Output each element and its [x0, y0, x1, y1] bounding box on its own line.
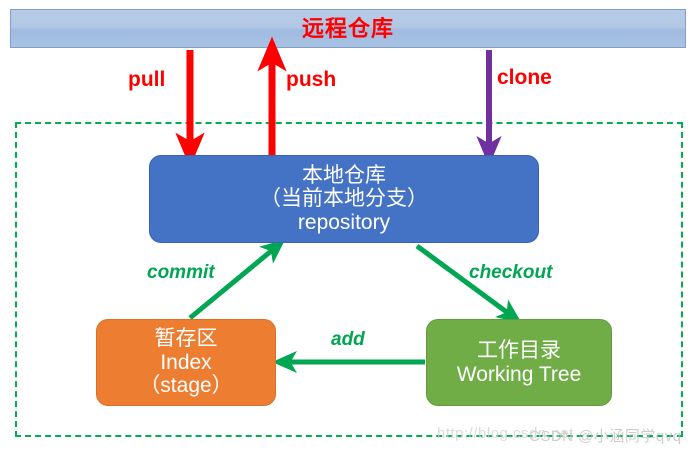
- node-index-line-2: Index: [160, 350, 212, 374]
- watermark-author: CSDN @小涵同学qvq: [529, 428, 682, 445]
- node-repository-line-2: （当前本地分支）: [260, 187, 428, 211]
- node-worktree-line-1: 工作目录: [477, 338, 561, 362]
- node-repository-line-3: repository: [297, 210, 391, 234]
- watermark: http://blog.csdn.net CSDN @小涵同学qvq: [437, 425, 681, 445]
- remote-repository-label: 远程仓库: [301, 15, 394, 41]
- node-index-line-3: （stage）: [139, 374, 233, 398]
- arrow-label-checkout: checkout: [469, 262, 553, 283]
- node-index-line-1: 暂存区: [154, 327, 218, 351]
- watermark-url: http://blog.csdn.net: [437, 425, 574, 442]
- node-working-tree: 工作目录 Working Tree: [426, 319, 612, 406]
- local-area-boundary: [15, 122, 683, 437]
- arrow-label-pull: pull: [128, 68, 166, 91]
- arrow-label-commit: commit: [147, 262, 215, 283]
- node-local-repository: 本地仓库 （当前本地分支） repository: [149, 155, 539, 243]
- arrow-label-clone: clone: [497, 66, 552, 89]
- node-index-stage: 暂存区 Index （stage）: [96, 319, 276, 406]
- remote-repository-banner: 远程仓库: [10, 9, 686, 48]
- arrow-label-push: push: [286, 68, 337, 91]
- node-repository-line-1: 本地仓库: [302, 163, 386, 187]
- arrow-label-add: add: [331, 329, 365, 350]
- node-worktree-line-2: Working Tree: [456, 362, 582, 386]
